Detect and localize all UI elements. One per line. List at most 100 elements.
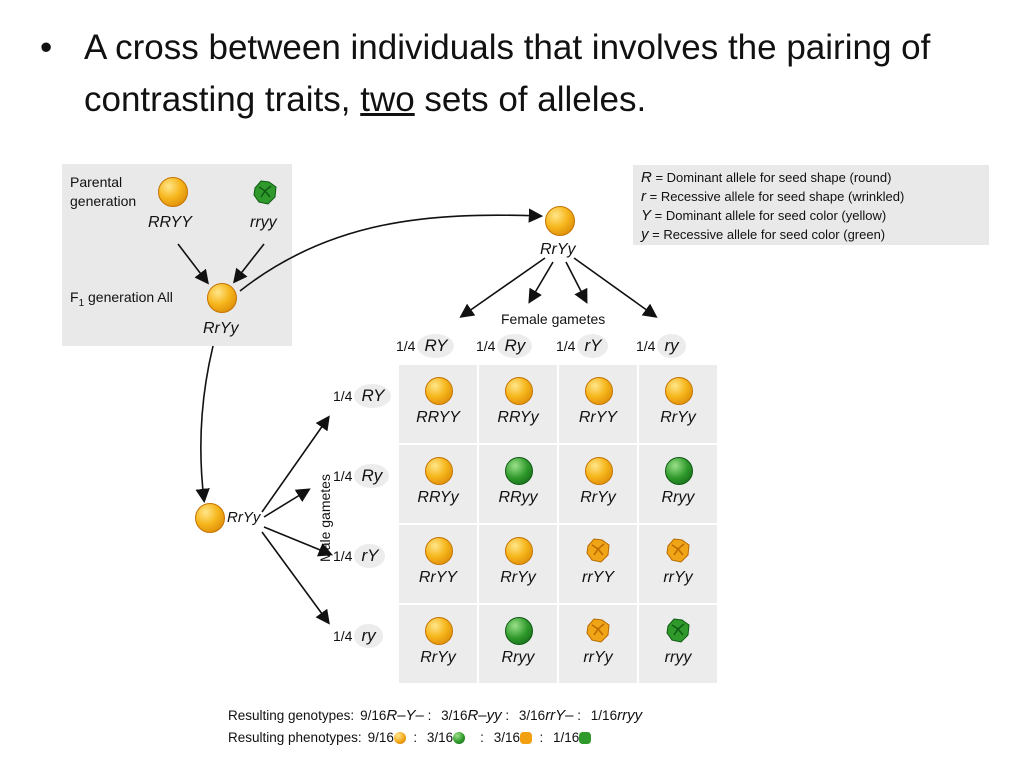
genotype-fraction: 9/16 (360, 708, 387, 723)
cell-genotype: rrYy (583, 649, 613, 666)
cell-genotype: RRyy (498, 489, 538, 506)
yellow-wrinkled-seed (584, 536, 612, 569)
yellow-wrinkled-seed (584, 616, 612, 649)
punnett-cell: RrYy (639, 365, 717, 443)
green-round-seed (505, 617, 533, 645)
bullet-text-underlined: two (360, 80, 415, 119)
cell-genotype: rrYy (663, 569, 693, 586)
parent-yellow-round-seed (158, 177, 188, 207)
bullet-text: A cross between individuals that involve… (84, 22, 964, 126)
phenotype-fraction: 9/16 (367, 730, 394, 745)
yellow-round-seed (585, 457, 613, 485)
genotype-class: rryy (617, 707, 643, 724)
cell-genotype: RrYy (580, 489, 616, 506)
punnett-cell: Rryy (639, 445, 717, 523)
legend-row-r: r = Recessive allele for seed shape (wri… (641, 188, 905, 205)
f1-genotype: RrYy (203, 320, 239, 337)
f1-generation-label: F1 generation All (70, 289, 173, 309)
genotype-fraction: 3/16 (518, 708, 546, 723)
cell-genotype: rrYY (582, 569, 614, 586)
yellow-round-seed (505, 377, 533, 405)
punnett-cell: RrYY (399, 525, 477, 603)
female-gametes-label: Female gametes (501, 311, 606, 327)
green-round-seed (505, 457, 533, 485)
cell-genotype: Rryy (501, 649, 535, 666)
genotype-fraction: 1/16 (590, 708, 618, 723)
cell-genotype: RRYY (416, 409, 460, 426)
punnett-cell: rryy (639, 605, 717, 683)
male-gametes-label: Male gametes (317, 474, 333, 562)
punnett-cell: Rryy (479, 605, 557, 683)
parental-generation-label: Parental generation (70, 174, 137, 209)
punnett-cell: RrYY (559, 365, 637, 443)
yellow-round-seed (665, 377, 693, 405)
yellow-round-seed (505, 537, 533, 565)
separator: : (423, 708, 436, 723)
yellow-round-seed (585, 377, 613, 405)
phenotype-seed-icon (579, 732, 592, 744)
phenotype-seed-icon (519, 732, 532, 744)
phenotype-seed-icon (393, 732, 406, 744)
punnett-cell: rrYY (559, 525, 637, 603)
cell-genotype: RRYy (497, 409, 539, 426)
f1-seed (207, 283, 237, 313)
legend-row-y: y = Recessive allele for seed color (gre… (641, 226, 886, 243)
punnett-cell: rrYy (639, 525, 717, 603)
yellow-wrinkled-seed (664, 536, 692, 569)
cell-genotype: RrYY (418, 569, 458, 586)
punnett-cell: RRYy (479, 365, 557, 443)
cell-genotype: RrYy (500, 569, 536, 586)
separator: : (405, 730, 421, 745)
allele-legend: R = Dominant allele for seed shape (roun… (633, 165, 989, 245)
green-wrinkled-seed (664, 616, 692, 649)
bullet-dot: • (40, 28, 53, 67)
yellow-round-seed (425, 537, 453, 565)
yellow-round-seed (425, 617, 453, 645)
bullet-text-end: sets of alleles. (414, 80, 647, 119)
phenotype-fraction: 1/16 (552, 730, 580, 745)
phenotype-seed-icon (453, 732, 466, 744)
resulting-genotypes: Resulting genotypes:9/16R–Y– : 3/16R–yy … (228, 707, 643, 724)
punnett-cell: RrYy (399, 605, 477, 683)
punnett-cell: RRyy (479, 445, 557, 523)
parent-green-wrinkled-seed (253, 180, 277, 205)
genotype-class: rrY– (545, 707, 574, 724)
yellow-round-seed (425, 377, 453, 405)
phenotype-fraction: 3/16 (493, 730, 520, 745)
punnett-cell: RrYy (479, 525, 557, 603)
male-parent-seed (195, 503, 225, 533)
cell-genotype: RRYy (417, 489, 459, 506)
female-parent-genotype: RrYy (540, 241, 576, 258)
cell-genotype: RrYY (578, 409, 618, 426)
genotype-class: R–Y– (386, 707, 424, 724)
cell-genotype: RrYy (660, 409, 696, 426)
resulting-phenotypes: Resulting phenotypes:9/16 : 3/16 : 3/16 … (228, 730, 592, 745)
legend-row-R: R = Dominant allele for seed shape (roun… (641, 169, 892, 186)
punnett-cell: RrYy (559, 445, 637, 523)
phenotype-fraction: 3/16 (426, 730, 454, 745)
yellow-round-seed (425, 457, 453, 485)
separator: : (465, 730, 488, 745)
punnett-cell: rrYy (559, 605, 637, 683)
female-parent-seed (545, 206, 575, 236)
separator: : (531, 730, 547, 745)
separator: : (573, 708, 585, 723)
separator: : (501, 708, 513, 723)
parent-left-genotype: RRYY (148, 214, 192, 231)
genotype-fraction: 3/16 (441, 708, 468, 723)
genotype-class: R–yy (467, 707, 502, 724)
male-parent-genotype: RrYy (227, 509, 261, 526)
cell-genotype: Rryy (661, 489, 695, 506)
bullet-text-start: A cross between individuals that involve… (84, 28, 931, 119)
punnett-cell: RRYY (399, 365, 477, 443)
